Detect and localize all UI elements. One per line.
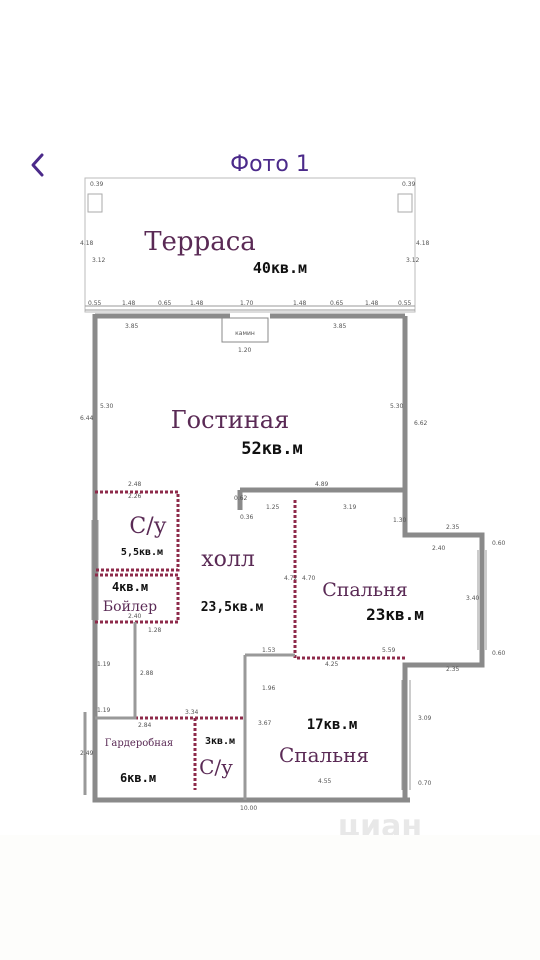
terrace-area <box>84 177 416 313</box>
dimension-label: 10.00 <box>240 805 257 812</box>
dimension-label: 5.30 <box>100 403 114 410</box>
header: Фото 1 <box>0 140 540 192</box>
wardrobe-area-label: 6кв.м <box>120 771 156 785</box>
dimension-label: 1.25 <box>266 504 280 511</box>
bath1-area-label: 5,5кв.м <box>121 547 163 558</box>
boiler-label: Бойлер <box>103 599 157 615</box>
dimension-label: 3.12 <box>92 257 106 264</box>
dimension-label: 2.49 <box>80 750 94 757</box>
bath1-label: С/у <box>129 514 166 539</box>
dimension-label: 1.70 <box>240 300 254 307</box>
dimension-label: 0.39 <box>90 181 104 188</box>
dimension-label: 2.40 <box>432 545 446 552</box>
dimension-label: 1.53 <box>262 647 276 654</box>
dimension-label: 1.20 <box>238 347 252 354</box>
dimension-label: 4.89 <box>315 481 329 488</box>
dimension-label: 1.19 <box>97 661 111 668</box>
bedroom1-area-label: 23кв.м <box>366 605 424 624</box>
fireplace-box <box>221 317 269 343</box>
dimension-label: 2.35 <box>446 666 460 673</box>
wardrobe-label: Гардеробная <box>105 738 173 749</box>
svg-text:камин: камин <box>235 330 255 337</box>
bedroom2-label: Спальня <box>279 743 369 767</box>
dimension-label: 5.30 <box>390 403 404 410</box>
dimension-label: 1.48 <box>365 300 379 307</box>
back-button[interactable] <box>24 150 54 180</box>
dimension-label: 1.19 <box>97 707 111 714</box>
terrace-label: Терраса <box>144 227 256 257</box>
dimension-label: 4.55 <box>318 778 332 785</box>
dimension-label: 3.85 <box>333 323 347 330</box>
dimension-label: 5.59 <box>382 647 396 654</box>
footer-area <box>0 835 540 960</box>
dimension-label: 3.09 <box>418 715 432 722</box>
chevron-left-icon <box>31 153 44 177</box>
dimension-label: 0.60 <box>492 650 506 657</box>
dimension-label: 0.55 <box>88 300 102 307</box>
dimension-label: 3.67 <box>258 720 272 727</box>
dimension-label: 1.48 <box>190 300 204 307</box>
dimension-label: 2.26 <box>128 493 142 500</box>
dimension-labels: 0.39 0.39 4.18 3.12 4.18 3.12 0.55 1.48 … <box>80 181 506 812</box>
dimension-label: 0.55 <box>398 300 412 307</box>
dimension-label: 2.88 <box>140 670 154 677</box>
dimension-label: 0.60 <box>492 540 506 547</box>
dimension-label: 0.65 <box>158 300 172 307</box>
terrace-area-label: 40кв.м <box>253 259 307 277</box>
dimension-label: 1.30 <box>393 517 407 524</box>
dimension-label: 4.25 <box>325 661 339 668</box>
dimension-label: 4.18 <box>80 240 94 247</box>
dimension-label: 3.40 <box>466 595 480 602</box>
bedroom1-label: Спальня <box>322 579 408 601</box>
dimension-label: 1.48 <box>122 300 136 307</box>
dimension-label: 2.40 <box>128 613 142 620</box>
dimension-label: 6.44 <box>80 415 94 422</box>
dimension-label: 2.84 <box>138 722 152 729</box>
dimension-label: 3.85 <box>125 323 139 330</box>
dimension-label: 4.70 <box>302 575 316 582</box>
dimension-label: 1.28 <box>148 627 162 634</box>
dimension-label: 4.18 <box>416 240 430 247</box>
dimension-label: 3.34 <box>185 709 199 716</box>
bedroom2-area-label: 17кв.м <box>307 717 358 733</box>
dimension-label: 0.36 <box>240 514 254 521</box>
hall-label: холл <box>201 547 255 572</box>
living-area-label: 52кв.м <box>241 439 302 459</box>
dimension-label: 0.39 <box>402 181 416 188</box>
dimension-label: 2.35 <box>446 524 460 531</box>
boiler-area-label: 4кв.м <box>112 580 148 594</box>
dimension-label: 0.70 <box>418 780 432 787</box>
walls <box>92 313 485 803</box>
dimension-label: 3.12 <box>406 257 420 264</box>
dimension-label: 0.65 <box>330 300 344 307</box>
dimension-label: 4.72 <box>284 575 298 582</box>
dimension-label: 0.62 <box>234 495 248 502</box>
living-label: Гостиная <box>171 406 290 434</box>
hall-area-label: 23,5кв.м <box>201 600 264 615</box>
inner-walls <box>83 622 295 800</box>
bath2-label: С/у <box>199 755 233 779</box>
dimension-label: 1.48 <box>293 300 307 307</box>
page-title: Фото 1 <box>230 152 310 177</box>
dimension-label: 3.19 <box>343 504 357 511</box>
dimension-label: 6.62 <box>414 420 428 427</box>
bath2-area-label: 3кв.м <box>205 736 235 747</box>
dimension-label: 1.96 <box>262 685 276 692</box>
dimension-label: 2.48 <box>128 481 142 488</box>
